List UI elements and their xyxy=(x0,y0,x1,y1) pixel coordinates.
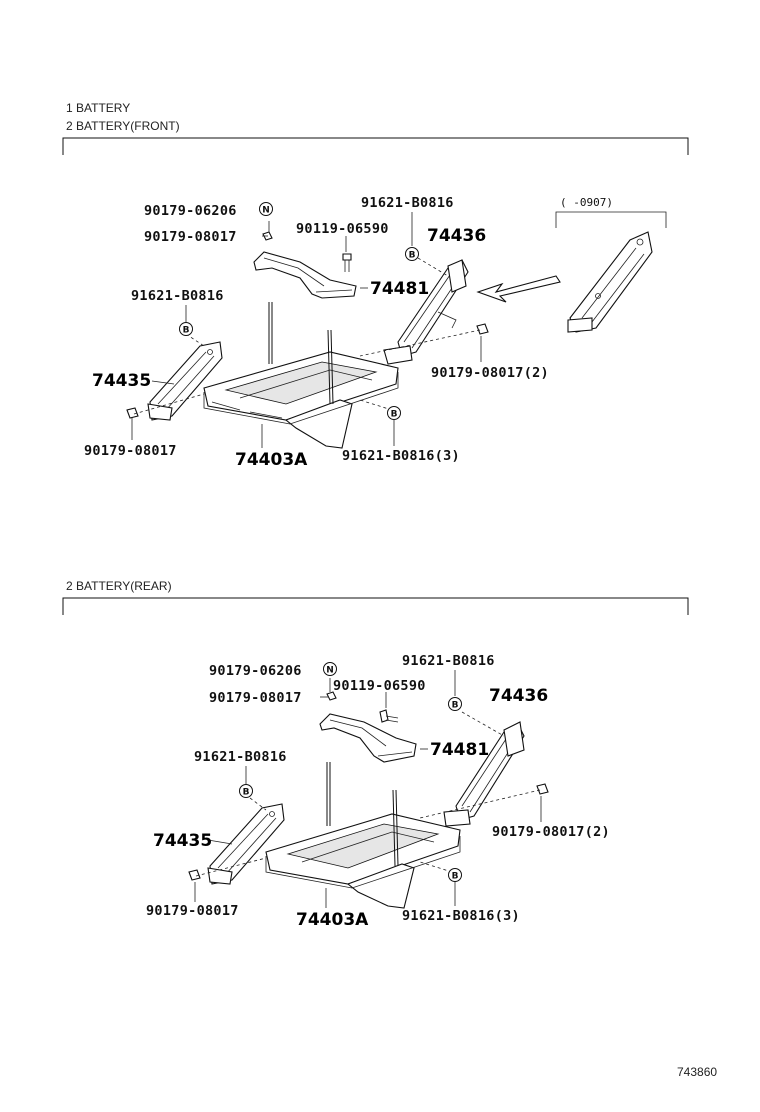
label-91621-b0816-top: 91621-B0816 xyxy=(361,195,454,211)
svg-text:B: B xyxy=(243,788,250,798)
header-battery: 1 BATTERY xyxy=(66,101,130,115)
badge-b-icon: B xyxy=(448,697,462,711)
range-note: ( -0907) xyxy=(560,196,613,209)
label-91621-b0816-left: 91621-B0816 xyxy=(194,749,287,765)
nut-90179-08017-left-icon xyxy=(188,869,201,881)
label-74435: 74435 xyxy=(92,371,151,391)
label-74436: 74436 xyxy=(427,226,486,246)
nut-90179-08017-2-icon xyxy=(476,323,489,335)
front-section: ( -0907) xyxy=(84,195,667,470)
part-74435-illustration xyxy=(207,803,285,885)
part-74481-illustration xyxy=(253,251,357,299)
bolt-90119-icon xyxy=(342,253,352,272)
header-battery-rear: 2 BATTERY(REAR) xyxy=(66,579,172,593)
label-90179-06206: 90179-06206 xyxy=(144,203,237,219)
nut-90179-08017-2-icon xyxy=(536,783,549,795)
badge-b-icon: B xyxy=(405,247,419,261)
label-74481: 74481 xyxy=(430,740,489,760)
part-74435-illustration xyxy=(147,341,223,421)
label-74435: 74435 xyxy=(153,831,212,851)
svg-text:B: B xyxy=(452,701,459,711)
badge-n-icon: N xyxy=(259,202,273,216)
svg-text:B: B xyxy=(452,872,459,882)
diagram-id: 743860 xyxy=(677,1065,717,1079)
label-90179-08017-left: 90179-08017 xyxy=(146,903,239,919)
direction-arrow-icon xyxy=(476,275,561,303)
label-91621-b0816-3: 91621-B0816(3) xyxy=(402,908,520,924)
alt-bracket-74436-illustration xyxy=(567,231,653,333)
label-90179-06206: 90179-06206 xyxy=(209,663,302,679)
hold-down-rod-center xyxy=(327,329,331,405)
header-battery-front: 2 BATTERY(FRONT) xyxy=(66,119,180,133)
label-90179-08017-top: 90179-08017 xyxy=(209,690,302,706)
label-91621-b0816-left: 91621-B0816 xyxy=(131,288,224,304)
nut-icon xyxy=(326,691,337,701)
label-74403a: 74403A xyxy=(296,910,369,930)
label-90179-08017-2: 90179-08017(2) xyxy=(431,365,549,381)
part-74481-illustration xyxy=(319,713,417,763)
svg-text:N: N xyxy=(262,206,270,216)
rear-section: N B B B 90179-06206 90179-08017 90119-06… xyxy=(146,653,610,930)
badge-b-icon: B xyxy=(179,322,193,336)
section-bracket-rear xyxy=(62,597,689,615)
section-bracket-front xyxy=(62,137,689,155)
hold-down-rod-center xyxy=(392,789,396,867)
label-74481: 74481 xyxy=(370,279,429,299)
nut-90179-08017-left-icon xyxy=(126,407,139,419)
label-90119-06590: 90119-06590 xyxy=(333,678,426,694)
range-bracket xyxy=(555,211,667,228)
svg-text:B: B xyxy=(409,251,416,261)
badge-n-icon: N xyxy=(323,662,337,676)
badge-b-icon: B xyxy=(387,406,401,420)
svg-text:N: N xyxy=(326,666,334,676)
part-74403a-tray-illustration xyxy=(265,813,461,909)
label-74403a: 74403A xyxy=(235,450,308,470)
label-90119-06590: 90119-06590 xyxy=(296,221,389,237)
part-74403a-tray-illustration xyxy=(203,351,399,449)
label-74436: 74436 xyxy=(489,686,548,706)
svg-text:B: B xyxy=(183,326,190,336)
label-90179-08017-left: 90179-08017 xyxy=(84,443,177,459)
svg-text:B: B xyxy=(391,410,398,420)
bolt-90119-icon xyxy=(379,709,399,723)
part-74436-illustration xyxy=(443,721,525,827)
badge-b-icon: B xyxy=(448,868,462,882)
label-91621-b0816-3: 91621-B0816(3) xyxy=(342,448,460,464)
label-90179-08017-top: 90179-08017 xyxy=(144,229,237,245)
badge-b-icon: B xyxy=(239,784,253,798)
label-91621-b0816-top: 91621-B0816 xyxy=(402,653,495,669)
label-90179-08017-2: 90179-08017(2) xyxy=(492,824,610,840)
